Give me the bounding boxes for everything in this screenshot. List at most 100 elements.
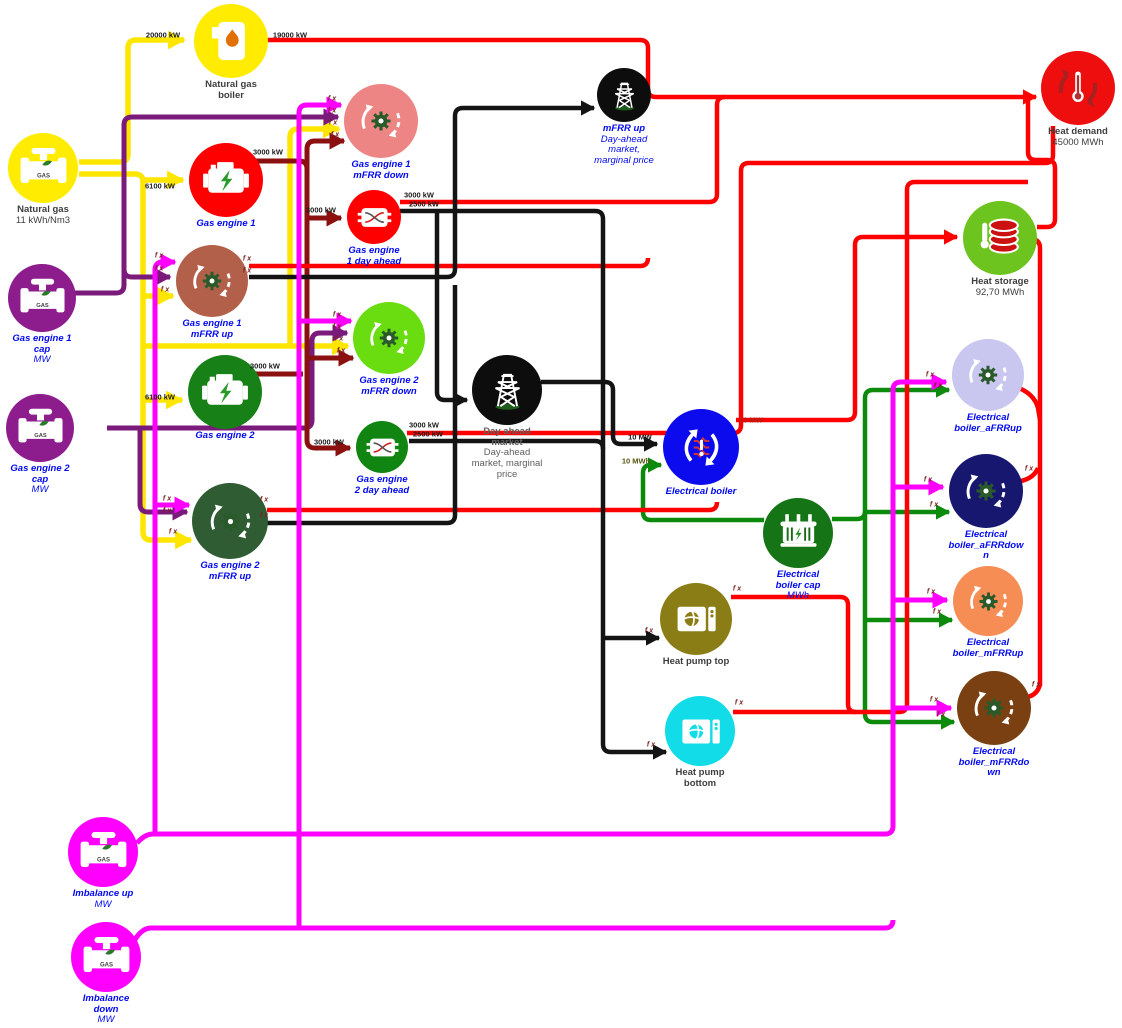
- node-label-line: boiler_mFRRup: [952, 647, 1024, 659]
- gas-valve-icon: GAS: [83, 936, 129, 972]
- node-natural-gas-boiler[interactable]: [194, 4, 268, 78]
- node-gas-engine-1-mfrr-down[interactable]: [344, 84, 418, 158]
- node-gas-engine-1-cap[interactable]: GAS: [8, 264, 76, 332]
- edge-eboiler-to-storage: [736, 229, 959, 423]
- node-label-line: Heat pump top: [662, 656, 730, 667]
- flow-fx-label: f x: [160, 286, 170, 294]
- node-gas-engine-1-mfrr-up[interactable]: [176, 245, 248, 317]
- node-label-line: Heat demand: [1048, 126, 1108, 137]
- edge-fuel-to-ge1-mfrrdown: [304, 132, 346, 169]
- flow-value-label: 2500 kW: [408, 199, 440, 209]
- node-label-line: boiler: [218, 89, 244, 101]
- edge-ge1da-heat: [400, 94, 726, 205]
- node-label-line: cap: [33, 343, 51, 355]
- node-label-line: mFRR up: [602, 123, 646, 134]
- flow-value-label: 10 MW: [628, 432, 652, 442]
- edge-imbup-to-ge1-mfrrup: [152, 253, 177, 834]
- node-imbalance-up[interactable]: GAS: [68, 817, 138, 887]
- converter-icon: [366, 438, 398, 456]
- node-gas-engine-1-day-ahead[interactable]: [347, 190, 401, 244]
- edge-mfrrdown-heat: [1027, 683, 1043, 700]
- node-mfrr-up-market[interactable]: [597, 68, 651, 122]
- cycle-gear-icon: [370, 322, 408, 354]
- svg-text:GAS: GAS: [36, 173, 49, 179]
- flow-fx-label: f x: [330, 131, 340, 139]
- node-heat-pump-top[interactable]: [660, 583, 732, 655]
- cycle-gear-icon: [361, 104, 401, 138]
- node-label-line: Gas engine 1: [182, 318, 242, 329]
- edge-hptop-heat: [731, 594, 857, 715]
- node-electrical-boiler-mfrr-down[interactable]: [957, 671, 1031, 745]
- edge-gas-trunk: [79, 171, 146, 532]
- node-label-line: Gas engine 2: [359, 375, 419, 386]
- node-gas-engine-2[interactable]: [188, 355, 262, 429]
- converter-icon: [357, 207, 391, 227]
- node-electrical-boiler-afrr-up[interactable]: [952, 339, 1024, 411]
- flow-fx-label: f x: [332, 323, 342, 331]
- node-label-line: mFRR up: [190, 328, 234, 340]
- node-label-line: Electrical: [966, 412, 1010, 423]
- edge-boiler-to-heatdemand: [267, 37, 1038, 105]
- flow-fx-label: f x: [242, 255, 252, 263]
- node-gas-engine-2-mfrr-down[interactable]: [353, 302, 425, 374]
- edge-imbdown-to-ge1-mfrrdown: [296, 96, 343, 928]
- flow-fx-label: f x: [933, 382, 943, 390]
- flow-fx-label: f x: [1024, 465, 1034, 473]
- node-electrical-boiler-mfrr-up[interactable]: [953, 566, 1023, 636]
- node-heat-pump-bottom[interactable]: [665, 696, 735, 766]
- node-label-line: boiler_aFRRdow: [948, 539, 1024, 551]
- flow-value-label: 19000 kW: [272, 30, 308, 40]
- flow-fx-label: f x: [1031, 681, 1041, 689]
- node-gas-engine-1[interactable]: [189, 143, 263, 217]
- flow-fx-label: f x: [336, 347, 346, 355]
- flow-value-label: 6100 kW: [144, 392, 176, 402]
- edge-ge2da-elec: [409, 438, 606, 450]
- node-electrical-boiler-cap[interactable]: [763, 498, 833, 568]
- node-label-line: Electrical: [966, 637, 1010, 648]
- edge-cap2-to-ge2-mfrrup: [137, 428, 189, 521]
- node-sublabel-line: market,: [608, 144, 640, 156]
- node-sublabel-line: Day-ahead: [600, 133, 648, 145]
- node-electrical-boiler-afrr-down[interactable]: [949, 454, 1023, 528]
- node-gas-engine-2-cap[interactable]: GAS: [6, 394, 74, 462]
- node-label-electrical-boiler: Electrical boiler: [639, 486, 763, 498]
- flow-value-label: 10 MWh: [621, 456, 651, 466]
- node-label-line: Imbalance up: [72, 888, 134, 899]
- node-heat-demand[interactable]: [1041, 51, 1115, 125]
- node-label-line: market: [491, 436, 523, 448]
- flow-fx-label: f x: [644, 627, 654, 635]
- node-imbalance-down[interactable]: GAS: [71, 922, 141, 992]
- node-label-heat-pump-top: Heat pump top: [634, 656, 758, 668]
- heat-pump-icon: [677, 606, 716, 632]
- node-gas-engine-2-mfrr-up[interactable]: [192, 483, 268, 559]
- node-gas-engine-2-day-ahead[interactable]: [356, 421, 408, 473]
- flow-fx-label: f x: [334, 335, 344, 343]
- transformer-icon: [779, 513, 817, 547]
- flow-value-label: 3000 kW: [305, 205, 337, 215]
- flow-fx-label: f x: [734, 699, 744, 707]
- node-heat-storage[interactable]: [963, 201, 1037, 275]
- node-day-ahead-market[interactable]: [472, 355, 542, 425]
- edge-afrrdown-heat: [1020, 467, 1041, 484]
- flow-fx-label: f x: [259, 496, 269, 504]
- flow-fx-label: f x: [732, 585, 742, 593]
- edge-damarket-to-eboiler: [541, 379, 659, 452]
- node-sublabel-line: MW: [94, 898, 112, 910]
- node-natural-gas[interactable]: GAS: [8, 133, 78, 203]
- node-electrical-boiler[interactable]: [663, 409, 739, 485]
- node-label-line: Day ahead: [483, 426, 531, 437]
- node-label-line: mFRR up: [208, 570, 252, 582]
- cycle-gear-icon: [969, 585, 1007, 617]
- flow-fx-label: f x: [328, 119, 338, 127]
- node-label-line: cap: [31, 473, 49, 485]
- edge-ebcap-to-eboiler: [640, 457, 764, 523]
